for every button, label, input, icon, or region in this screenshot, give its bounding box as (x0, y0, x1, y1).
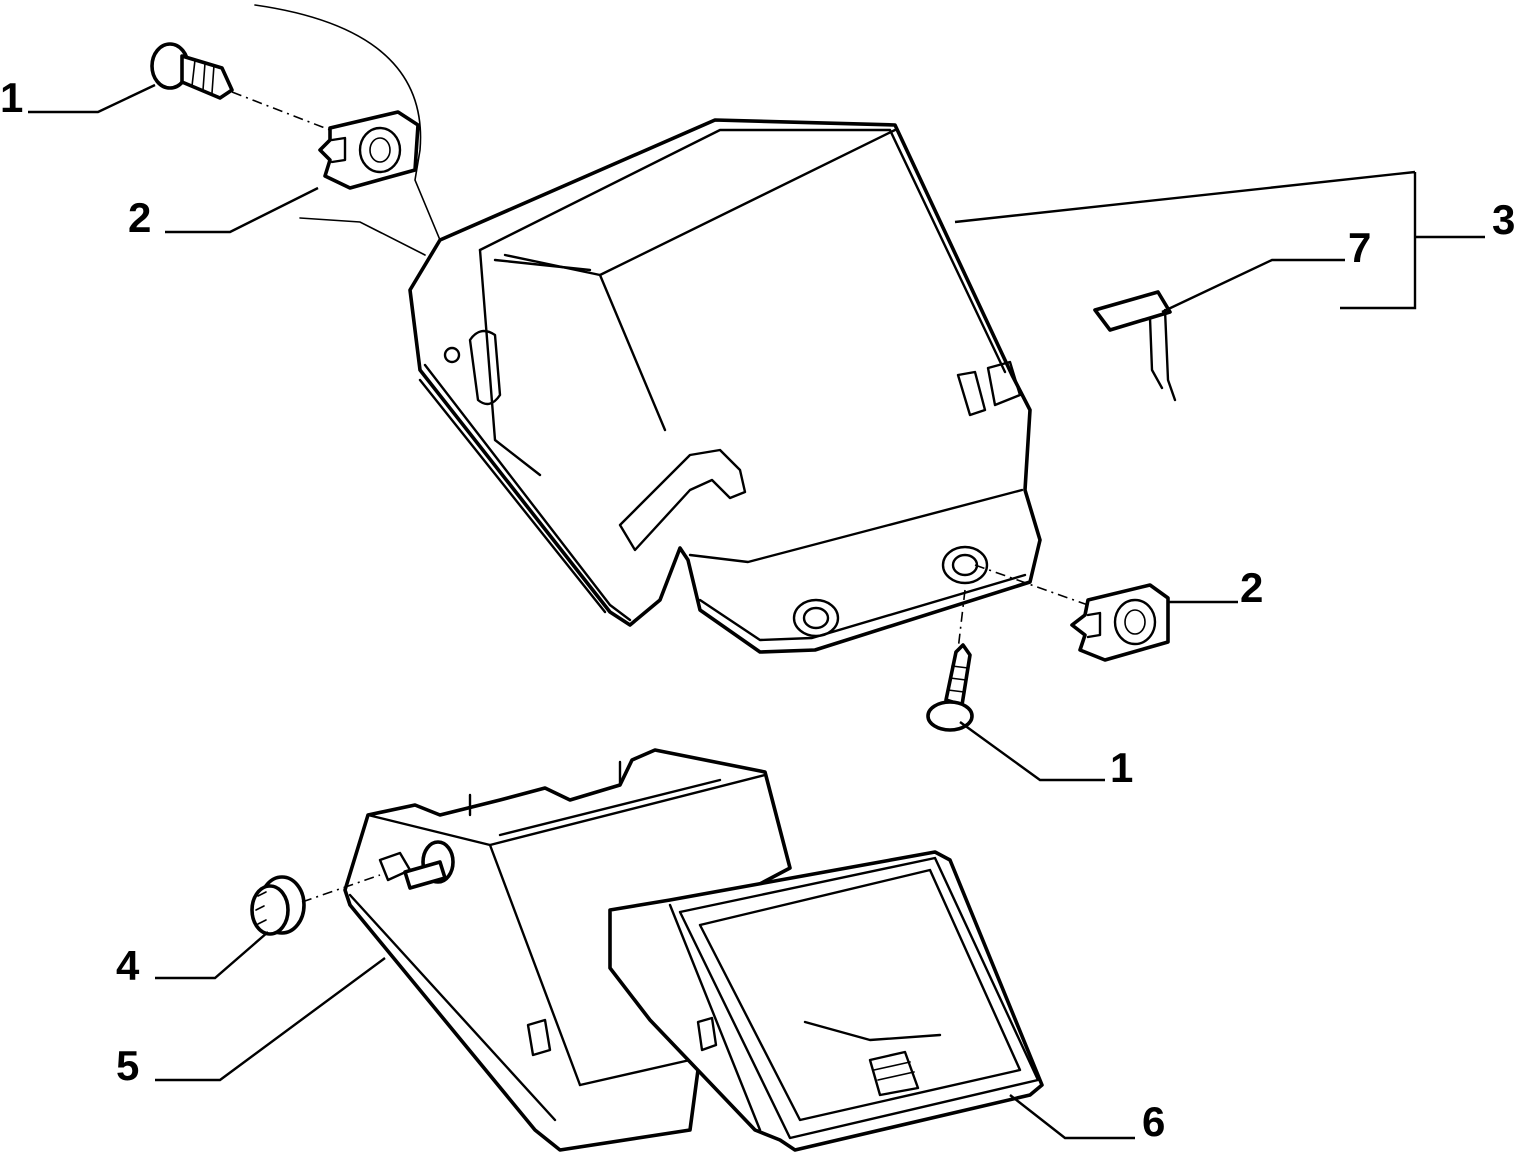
callout-6: 6 (1142, 1098, 1165, 1145)
leader-7 (1161, 258, 1345, 314)
leader-3 (954, 170, 1485, 310)
leader-2-top (165, 186, 319, 234)
callout-2-top: 2 (128, 194, 151, 241)
upper-housing (408, 118, 1042, 654)
screw-bottom (926, 643, 974, 732)
callout-1-bottom: 1 (1110, 744, 1133, 791)
leader-5 (155, 957, 386, 1082)
tray (608, 850, 1044, 1152)
leader-4 (155, 931, 269, 980)
leader-1-bottom (959, 721, 1105, 782)
axis-line-bottom-clip (974, 564, 1089, 606)
axis-line-bottom-screw (957, 589, 966, 651)
callout-2-bottom: 2 (1240, 564, 1263, 611)
callout-3: 3 (1492, 196, 1515, 243)
leader-1-top (28, 83, 156, 114)
spring-clip (1093, 290, 1177, 402)
screw-top (150, 42, 234, 100)
axis-line-bushing (301, 874, 381, 903)
assembly-arc-lower (299, 217, 426, 256)
clip-nut-top (318, 110, 420, 190)
callout-1-top: 1 (0, 74, 23, 121)
callout-7: 7 (1348, 224, 1371, 271)
leader-6 (1009, 1094, 1135, 1140)
axis-line-top-screw (231, 91, 331, 131)
assembly-arc (254, 4, 441, 241)
callout-4: 4 (116, 942, 140, 989)
callout-5: 5 (116, 1042, 139, 1089)
bushing (250, 875, 306, 936)
clip-nut-bottom (1070, 583, 1170, 662)
